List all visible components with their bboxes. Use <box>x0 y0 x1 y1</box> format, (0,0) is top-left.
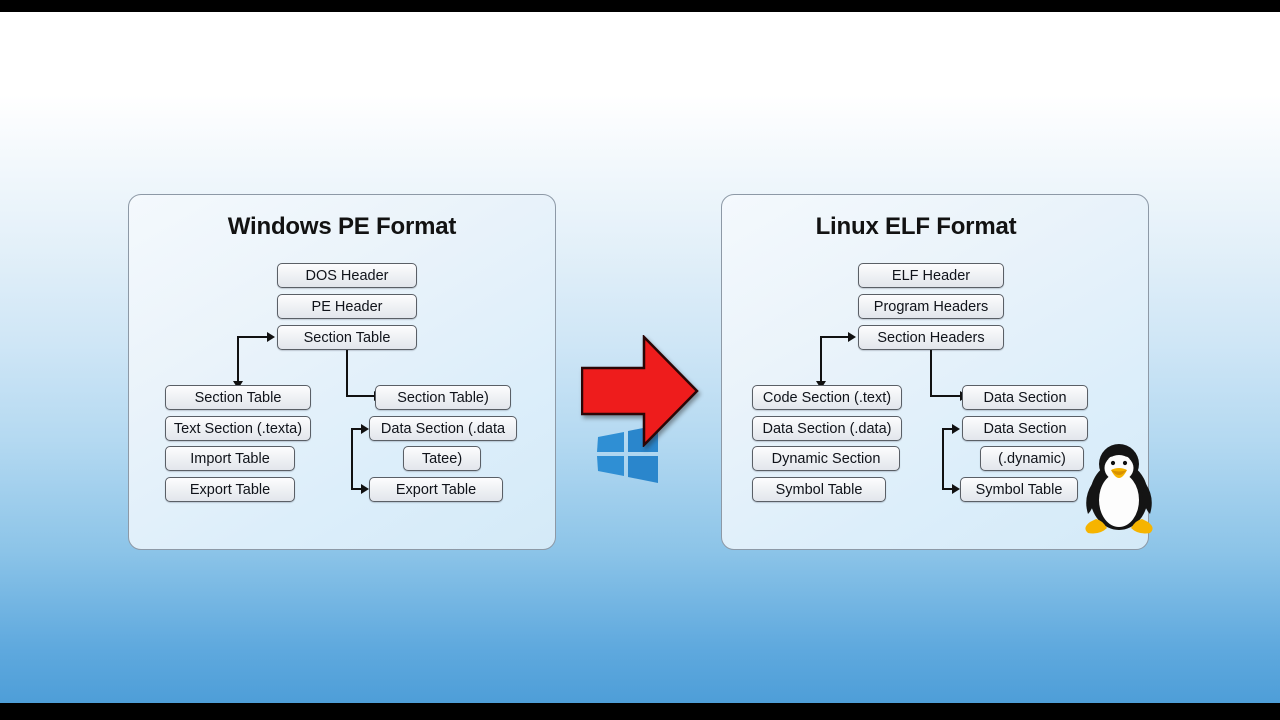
box-elf-program-headers: Program Headers <box>858 294 1004 319</box>
box-pe-dos-header: DOS Header <box>277 263 417 288</box>
box-elf-right-data-section-1: Data Section <box>962 385 1088 410</box>
panel-windows-pe: Windows PE Format DOS Header PE Header S… <box>128 194 658 550</box>
box-elf-header: ELF Header <box>858 263 1004 288</box>
letterbox-top <box>0 0 1280 12</box>
red-transition-arrow <box>581 335 699 447</box>
arrowhead-elf-into-section-headers <box>848 332 856 342</box>
connector-pe-right-h <box>346 395 376 397</box>
connector-pe-bracket-h-top <box>351 428 363 430</box>
box-elf-dynamic-label: (.dynamic) <box>980 446 1084 471</box>
box-pe-import-table: Import Table <box>165 446 295 471</box>
box-pe-header: PE Header <box>277 294 417 319</box>
connector-elf-bracket-v <box>942 428 944 490</box>
tux-penguin-mascot <box>1085 444 1153 534</box>
box-pe-right-section-table: Section Table) <box>375 385 511 410</box>
box-elf-dynamic-section: Dynamic Section <box>752 446 900 471</box>
box-pe-export-table: Export Table <box>165 477 295 502</box>
box-elf-right-data-section-2: Data Section <box>962 416 1088 441</box>
connector-elf-right-v <box>930 350 932 397</box>
arrowhead-elf-bracket-top <box>952 424 960 434</box>
panel-linux-elf: Linux ELF Format TUX ELF Header Pro <box>721 194 1149 550</box>
arrowhead-pe-into-section-table <box>267 332 275 342</box>
connector-pe-bracket-v <box>351 428 353 490</box>
arrowhead-pe-bracket-bottom <box>361 484 369 494</box>
connector-elf-top-left-h <box>820 336 850 338</box>
box-elf-data-section: Data Section (.data) <box>752 416 902 441</box>
connector-pe-top-left-h <box>237 336 269 338</box>
box-pe-text-section: Text Section (.texta) <box>165 416 311 441</box>
box-pe-tatee: Tatee) <box>403 446 481 471</box>
connector-elf-right-h <box>930 395 962 397</box>
panel-title-linux-elf: Linux ELF Format <box>815 213 1017 240</box>
connector-elf-left-v <box>820 336 822 383</box>
connector-elf-bracket-h-bottom <box>942 488 954 490</box>
connector-pe-bracket-h-bottom <box>351 488 363 490</box>
connector-pe-left-v <box>237 336 239 383</box>
box-elf-code-section: Code Section (.text) <box>752 385 902 410</box>
connector-elf-bracket-h-top <box>942 428 954 430</box>
box-pe-right-export-table: Export Table <box>369 477 503 502</box>
box-elf-symbol-table: Symbol Table <box>752 477 886 502</box>
arrowhead-elf-bracket-bottom <box>952 484 960 494</box>
panel-title-windows-pe: Windows PE Format <box>227 213 457 240</box>
letterbox-bottom <box>0 703 1280 720</box>
connector-pe-right-v <box>346 350 348 397</box>
box-elf-right-symbol-table: Symbol Table <box>960 477 1078 502</box>
arrowhead-pe-bracket-top <box>361 424 369 434</box>
box-pe-left-section-table: Section Table <box>165 385 311 410</box>
box-pe-section-table: Section Table <box>277 325 417 350</box>
box-elf-section-headers: Section Headers <box>858 325 1004 350</box>
box-pe-data-section: Data Section (.data <box>369 416 517 441</box>
slide-canvas: Windows PE Format DOS Header PE Header S… <box>0 12 1280 703</box>
